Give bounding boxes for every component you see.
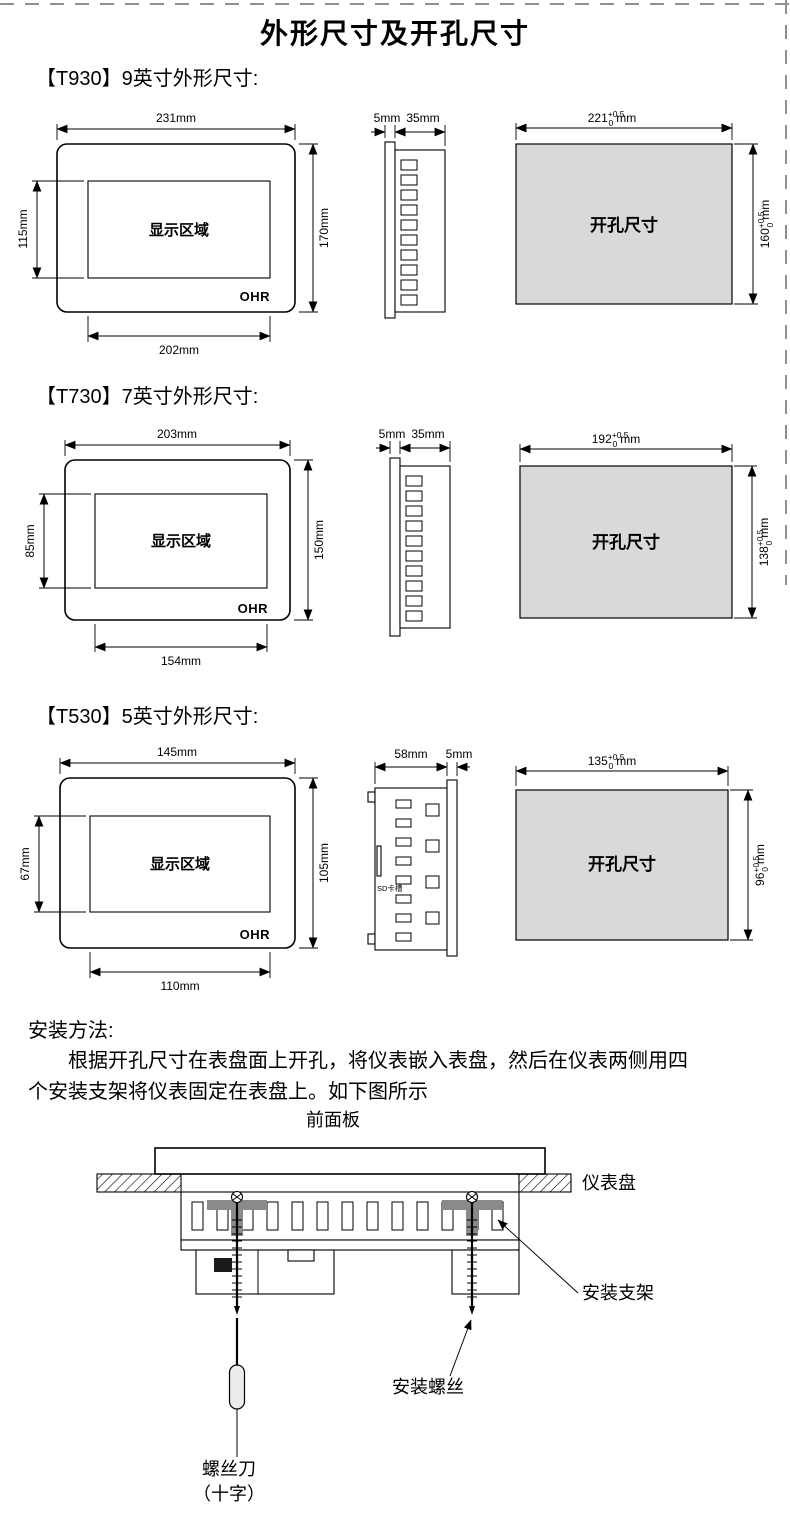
t730-dimension-drawing: 显示区域 OHR 203mm 150mm 85mm 154mm (23, 427, 774, 668)
display-area-label: 显示区域 (149, 221, 209, 239)
mounting-screw-right (465, 1190, 479, 1315)
screwdriver-type-label: （十字） (193, 1484, 265, 1504)
cutout-height-label: 160+0.50mm (756, 200, 775, 249)
bracket-label: 安装支架 (582, 1283, 654, 1303)
cutout-height-label: 138+0.50mm (755, 518, 774, 567)
sd-slot-label: SD卡槽 (377, 883, 403, 893)
install-heading: 安装方法: (28, 1020, 114, 1042)
cutout-height-label: 96+0.50mm (751, 844, 770, 886)
section-heading-t930: 【T930】9英寸外形尺寸: (36, 66, 790, 92)
t930-dimension-drawing: 显示区域 OHR 231mm 170mm 115mm 202mm (16, 109, 775, 357)
depth-flange-label: 5mm (379, 427, 406, 441)
page-title: 外形尺寸及开孔尺寸 (259, 18, 530, 49)
display-width-label: 202mm (159, 343, 199, 357)
brand-label: OHR (240, 927, 271, 942)
display-area-label: 显示区域 (151, 532, 211, 550)
page-border-right (785, 0, 787, 585)
cutout-label: 开孔尺寸 (592, 532, 660, 552)
display-width-label: 110mm (160, 979, 199, 993)
heading-text: 5英寸外形尺寸: (121, 706, 259, 728)
front-width-label: 203mm (157, 427, 197, 441)
installation-diagram: 前面板 仪表盘 (96, 1110, 654, 1504)
rear-connector (214, 1258, 232, 1272)
terminal-blocks (395, 799, 440, 942)
depth-body-label: 35mm (406, 111, 439, 125)
heading-text: 9英寸外形尺寸: (121, 68, 259, 90)
heading-text: 7英寸外形尺寸: (121, 386, 259, 408)
mounting-screw-left (230, 1190, 244, 1315)
instrument-panel-right (518, 1173, 572, 1193)
front-panel-label: 前面板 (306, 1110, 360, 1130)
screwdriver (228, 1318, 246, 1457)
rear-module-right (451, 1249, 520, 1295)
model-tag: 【T730】 (36, 386, 122, 408)
front-panel (154, 1147, 546, 1175)
terminal-blocks (400, 159, 418, 306)
screwdriver-handle (228, 1364, 246, 1410)
section-heading-t530: 【T530】5英寸外形尺寸: (36, 704, 790, 730)
chassis-bar (180, 1239, 520, 1251)
model-tag: 【T930】 (36, 68, 122, 90)
brand-label: OHR (240, 289, 271, 304)
front-width-label: 231mm (156, 111, 196, 125)
sd-card-slot (376, 845, 382, 877)
bracket-leader-line (497, 1219, 579, 1294)
depth-body-label: 35mm (411, 427, 444, 441)
side-view: 5mm 35mm (371, 111, 446, 319)
side-view: 5mm 35mm (376, 427, 451, 637)
page-border-top (0, 3, 790, 5)
instrument-panel-left (96, 1173, 182, 1193)
install-paragraph-line1: 根据开孔尺寸在表盘面上开孔，将仪表嵌入表盘，然后在仪表两侧用四 (68, 1050, 688, 1072)
depth-flange-label: 5mm (374, 111, 401, 125)
model-tag: 【T530】 (36, 706, 122, 728)
display-height-label: 85mm (23, 524, 37, 557)
rear-notch (287, 1249, 315, 1262)
screw-label: 安装螺丝 (392, 1377, 464, 1397)
front-view: 显示区域 OHR 203mm 150mm 85mm 154mm (23, 427, 326, 668)
cutout-label: 开孔尺寸 (590, 215, 658, 235)
depth-body-label: 58mm (394, 747, 427, 761)
depth-flange-label: 5mm (446, 747, 473, 761)
screwdriver-label: 螺丝刀 (202, 1459, 256, 1479)
t530-dimension-drawing: 显示区域 OHR 145mm 105mm 67mm 110mm (18, 745, 770, 993)
install-paragraph-line2: 个安装支架将仪表固定在表盘上。如下图所示 (28, 1081, 428, 1103)
cutout-rect (519, 465, 733, 619)
front-height-label: 105mm (317, 843, 331, 883)
display-outline (94, 493, 268, 589)
display-width-label: 154mm (161, 654, 201, 668)
display-area-label: 显示区域 (150, 855, 210, 873)
front-view: 显示区域 OHR 145mm 105mm 67mm 110mm (18, 745, 331, 993)
display-height-label: 115mm (16, 209, 30, 248)
front-height-label: 150mm (312, 520, 326, 560)
display-height-label: 67mm (18, 847, 32, 880)
brand-label: OHR (238, 601, 269, 616)
terminal-blocks (405, 475, 423, 622)
display-outline (87, 180, 271, 279)
front-height-label: 170mm (317, 208, 331, 248)
cutout-label: 开孔尺寸 (588, 854, 656, 874)
section-heading-t730: 【T730】7英寸外形尺寸: (36, 384, 790, 410)
instrument-panel-label: 仪表盘 (582, 1173, 636, 1193)
front-view: 显示区域 OHR 231mm 170mm 115mm 202mm (16, 111, 331, 357)
side-view: SD卡槽 58mm 5mm (367, 747, 473, 957)
display-outline (89, 815, 271, 913)
cutout-rect (515, 789, 729, 941)
cutout-rect (515, 143, 733, 305)
screw-leader-line (449, 1319, 472, 1377)
front-width-label: 145mm (157, 745, 197, 759)
